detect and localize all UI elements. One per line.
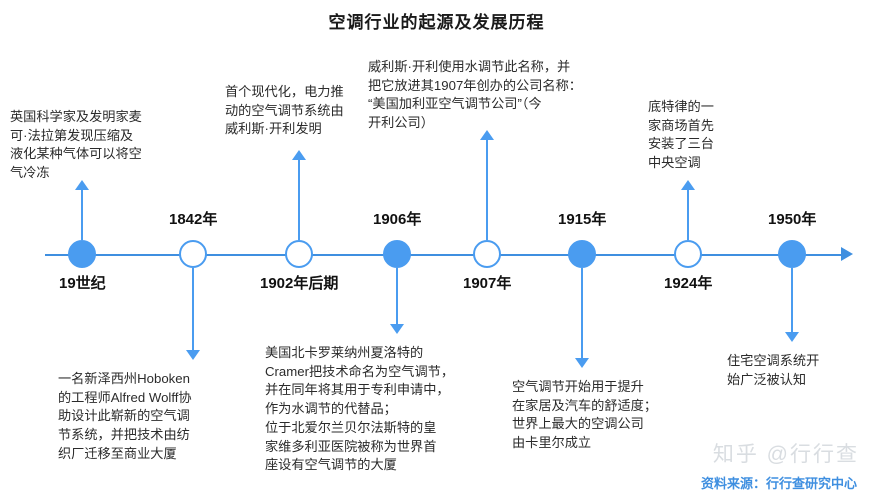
timeline-node-1924-year-label: 1924年: [664, 275, 713, 292]
timeline-node-19th-century-year-label: 19世纪: [59, 275, 106, 292]
timeline-node-19th-century-note: 英国科学家及发明家麦 可·法拉第发现压缩及 液化某种气体可以将空 气冷冻: [10, 109, 142, 181]
timeline-node-1842-note: 一名新泽西州Hoboken 的工程师Alfred Wolff协 助设计此崭新的空…: [58, 371, 192, 461]
timeline-node-1924-marker[interactable]: [674, 240, 702, 268]
timeline-node-1902-late-marker[interactable]: [285, 240, 313, 268]
timeline-axis: [45, 254, 845, 256]
timeline-connector-node-1924: [687, 190, 689, 240]
timeline-node-1907-year-label: 1907年: [463, 275, 512, 292]
timeline-node-1842-year-label: 1842年: [169, 211, 218, 228]
timeline-node-1950-note: 住宅空调系统开 始广泛被认知: [727, 353, 820, 387]
connector-arrow-up-icon: [681, 180, 695, 190]
timeline-node-19th-century-marker[interactable]: [68, 240, 96, 268]
connector-arrow-down-icon: [390, 324, 404, 334]
timeline-node-1906-note: 美国北卡罗莱纳州夏洛特的 Cramer把技术命名为空气调节， 并在同年将其用于专…: [265, 345, 455, 473]
timeline-node-1902-late-year-label: 1902年后期: [260, 275, 339, 292]
timeline-node-1902-late-note: 首个现代化，电力推 动的空气调节系统由 威利斯·开利发明: [225, 84, 344, 137]
timeline-connector-node-1906: [396, 268, 398, 324]
timeline-axis-arrow-icon: [841, 247, 853, 261]
timeline-node-1842-marker[interactable]: [179, 240, 207, 268]
watermark: 知乎 @行行查: [712, 443, 859, 466]
timeline-node-1906-marker[interactable]: [383, 240, 411, 268]
timeline-connector-node-1915: [581, 268, 583, 358]
connector-arrow-down-icon: [186, 350, 200, 360]
connector-arrow-down-icon: [575, 358, 589, 368]
timeline-node-1906-year-label: 1906年: [373, 211, 422, 228]
timeline-connector-node-19th-century: [81, 190, 83, 240]
timeline-node-1915-marker[interactable]: [568, 240, 596, 268]
timeline-connector-node-1950: [791, 268, 793, 332]
timeline-connector-node-1902-late: [298, 160, 300, 240]
timeline-node-1950-year-label: 1950年: [768, 211, 817, 228]
connector-arrow-up-icon: [292, 150, 306, 160]
timeline-node-1915-note: 空气调节开始用于提升 在家居及汽车的舒适度； 世界上最大的空调公司 由卡里尔成立: [512, 379, 658, 451]
timeline-node-1950-marker[interactable]: [778, 240, 806, 268]
connector-arrow-up-icon: [480, 130, 494, 140]
timeline-connector-node-1907: [486, 140, 488, 240]
page-title: 空调行业的起源及发展历程: [328, 13, 545, 32]
connector-arrow-down-icon: [785, 332, 799, 342]
timeline-connector-node-1842: [192, 268, 194, 350]
source-credit: 资料来源：行行查研究中心: [700, 476, 857, 491]
timeline-node-1915-year-label: 1915年: [558, 211, 607, 228]
timeline-node-1907-marker[interactable]: [473, 240, 501, 268]
connector-arrow-up-icon: [75, 180, 89, 190]
timeline-node-1924-note: 底特律的一 家商场首先 安装了三台 中央空调: [648, 99, 714, 171]
timeline-node-1907-note: 威利斯·开利使用水调节此名称，并 把它放进其1907年创办的公司名称： “美国加…: [368, 59, 582, 131]
